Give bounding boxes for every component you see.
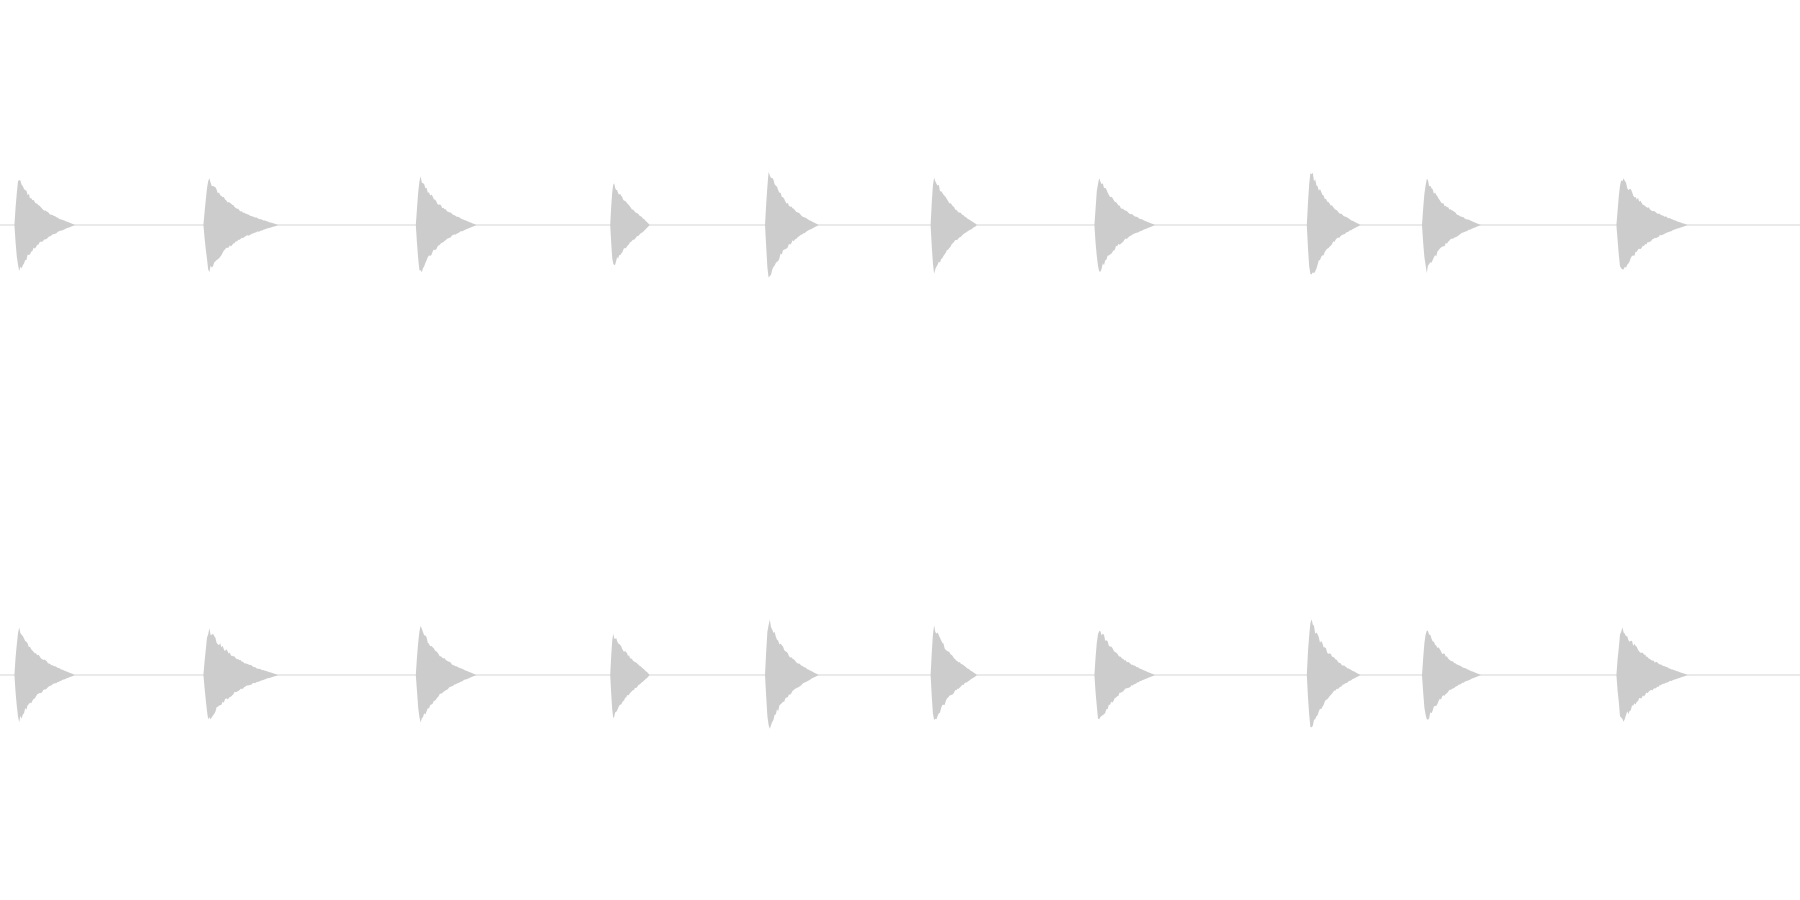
channel-2-track [0, 619, 1800, 729]
channel-2-waveform-burst-8 [1306, 619, 1361, 728]
channel-1-waveform-burst-5 [765, 171, 819, 278]
channel-2-waveform-burst-2 [203, 628, 279, 720]
channel-1-waveform-burst-4 [610, 183, 650, 266]
channel-1-waveform-burst-2 [203, 178, 279, 272]
channel-1-waveform-burst-3 [415, 176, 477, 273]
channel-2-waveform-burst-6 [930, 625, 978, 720]
channel-1-waveform-burst-6 [930, 177, 978, 274]
channel-1-waveform-burst-7 [1094, 178, 1156, 272]
channel-2-waveform-burst-7 [1094, 631, 1156, 720]
channel-1-waveform-burst-10 [1616, 178, 1689, 270]
channel-2-waveform-burst-1 [14, 627, 76, 723]
channel-2-waveform-burst-9 [1422, 630, 1482, 720]
channel-2-waveform-burst-10 [1616, 627, 1689, 722]
channel-1-waveform-burst-8 [1306, 172, 1361, 275]
channel-2-waveform-burst-4 [610, 633, 650, 719]
channel-1-track [0, 171, 1800, 278]
channel-2-waveform-burst-3 [415, 625, 477, 723]
channel-1-waveform-burst-1 [14, 180, 76, 271]
channel-2-waveform-burst-5 [765, 619, 819, 729]
channel-1-waveform-burst-9 [1422, 179, 1482, 273]
